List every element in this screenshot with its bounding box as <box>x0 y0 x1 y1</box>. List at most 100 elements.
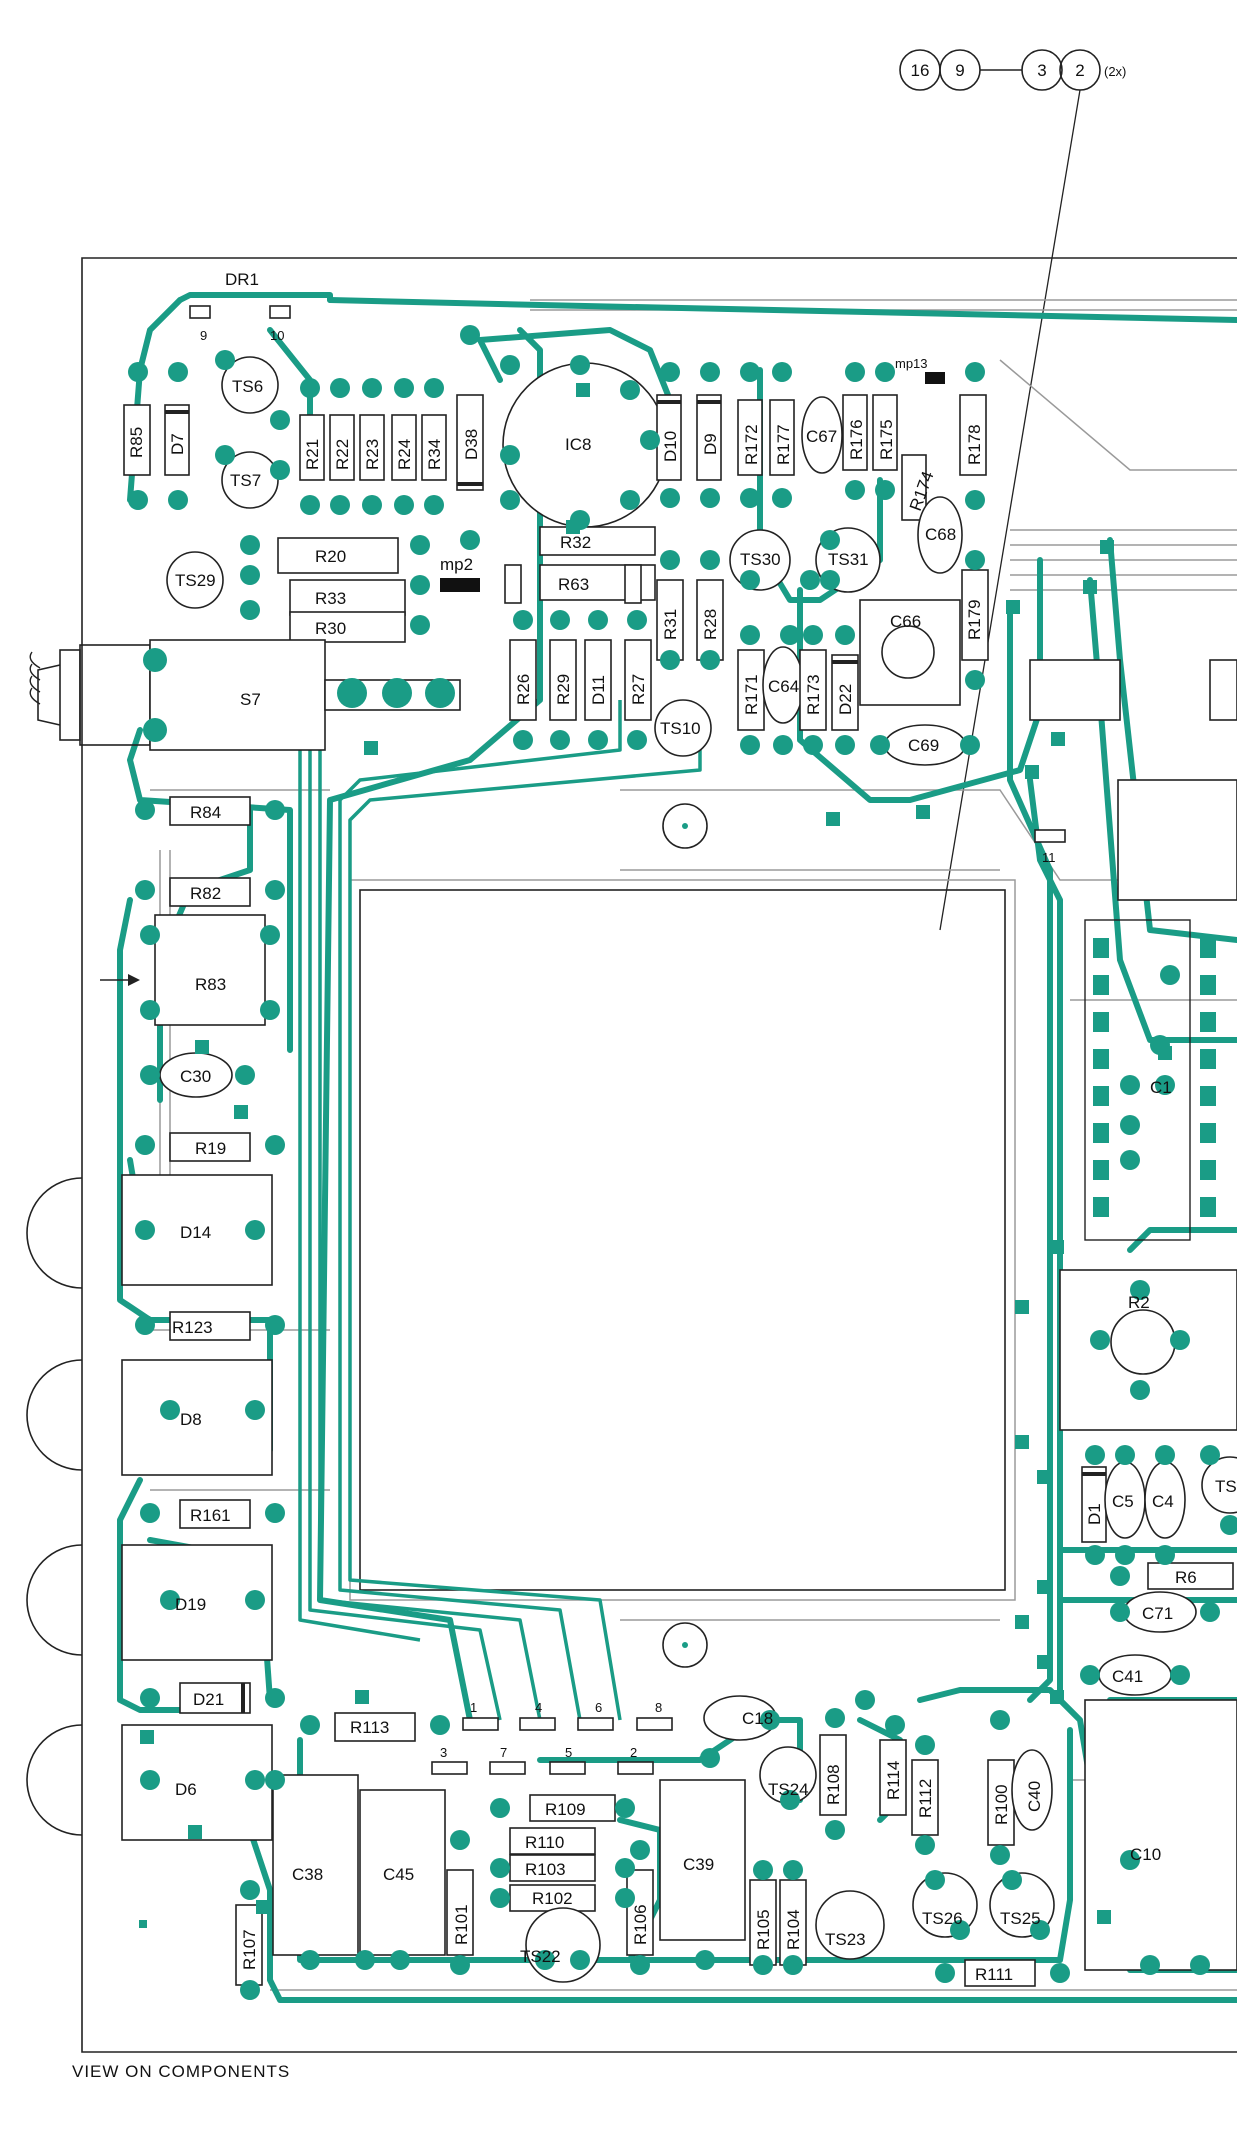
label-R84: R84 <box>190 803 221 822</box>
label-C40: C40 <box>1025 1781 1044 1812</box>
label-D21: D21 <box>193 1690 224 1709</box>
label-pin11: 11 <box>1042 850 1056 865</box>
label-R106: R106 <box>631 1904 650 1945</box>
label-pad7: 7 <box>500 1745 507 1760</box>
label-S7: S7 <box>240 690 261 709</box>
label-D14: D14 <box>180 1223 211 1242</box>
ic-pin-row <box>1084 919 1216 1241</box>
label-C64: C64 <box>768 677 799 696</box>
label-TS25: TS25 <box>1000 1909 1041 1928</box>
label-R107: R107 <box>240 1929 259 1970</box>
label-C10: C10 <box>1130 1845 1161 1864</box>
label-R19: R19 <box>195 1139 226 1158</box>
label-C67: C67 <box>806 427 837 446</box>
label-pad8: 8 <box>655 1700 662 1715</box>
view-caption: VIEW ON COMPONENTS <box>72 2062 290 2081</box>
label-R110: R110 <box>525 1833 564 1852</box>
label-R32: R32 <box>560 533 591 552</box>
label-C69: C69 <box>908 736 939 755</box>
label-C45: C45 <box>383 1865 414 1884</box>
label-R102: R102 <box>532 1889 573 1908</box>
label-R30: R30 <box>315 619 346 638</box>
label-pad4: 4 <box>535 1700 542 1715</box>
label-R83: R83 <box>195 975 226 994</box>
connector-pin-legend: 16 9 3 2 (2x) <box>899 49 1126 931</box>
label-pin9: 9 <box>200 328 207 343</box>
mounting-hole-top <box>662 803 708 849</box>
label-TS7: TS7 <box>230 471 261 490</box>
label-pad6: 6 <box>595 1700 602 1715</box>
label-R82: R82 <box>190 884 221 903</box>
label-TS23: TS23 <box>825 1930 866 1949</box>
connector-pin-16: 16 <box>911 61 930 80</box>
label-R20: R20 <box>315 547 346 566</box>
label-R6: R6 <box>1175 1568 1197 1587</box>
label-R105: R105 <box>754 1909 773 1950</box>
label-R178: R178 <box>965 424 984 465</box>
label-C1: C1 <box>1150 1078 1172 1097</box>
label-R104: R104 <box>784 1909 803 1950</box>
label-R21: R21 <box>303 439 322 470</box>
label-TS10: TS10 <box>660 719 701 738</box>
square-pads <box>139 383 1172 1928</box>
label-pad3: 3 <box>440 1745 447 1760</box>
label-R27: R27 <box>629 674 648 705</box>
label-C39: C39 <box>683 1855 714 1874</box>
front-panel-jacks <box>26 644 151 1836</box>
label-TS: TS <box>1215 1477 1237 1496</box>
label-TS31: TS31 <box>828 550 869 569</box>
label-R33: R33 <box>315 589 346 608</box>
label-D38: D38 <box>462 429 481 460</box>
label-R123: R123 <box>172 1318 213 1337</box>
label-D9: D9 <box>701 433 720 455</box>
label-D22: D22 <box>836 684 855 715</box>
label-D8: D8 <box>180 1410 202 1429</box>
label-pad5: 5 <box>565 1745 572 1760</box>
label-R63: R63 <box>558 575 589 594</box>
connector-pin-9: 9 <box>955 61 964 80</box>
label-C71: C71 <box>1142 1604 1173 1623</box>
label-TS24: TS24 <box>768 1780 809 1799</box>
label-R176: R176 <box>847 419 866 460</box>
connector-note: (2x) <box>1104 64 1126 79</box>
label-TS22: TS22 <box>520 1947 561 1966</box>
label-R173: R173 <box>804 674 823 715</box>
label-R103: R103 <box>525 1860 566 1879</box>
label-R34: R34 <box>425 439 444 470</box>
label-TS26: TS26 <box>922 1909 963 1928</box>
label-C41: C41 <box>1112 1667 1143 1686</box>
label-R161: R161 <box>190 1506 231 1525</box>
label-D1: D1 <box>1085 1503 1104 1525</box>
label-pad2: 2 <box>630 1745 637 1760</box>
label-R101: R101 <box>452 1904 471 1945</box>
mounting-hole-bottom <box>662 1622 708 1668</box>
label-R24: R24 <box>395 439 414 470</box>
label-C30: C30 <box>180 1067 211 1086</box>
label-R23: R23 <box>363 439 382 470</box>
label-R22: R22 <box>333 439 352 470</box>
label-R171: R171 <box>742 674 761 715</box>
solder-pads <box>128 325 1237 2000</box>
label-R112: R112 <box>916 1779 935 1818</box>
label-R179: R179 <box>965 599 984 640</box>
label-D11: D11 <box>589 675 608 705</box>
label-D6: D6 <box>175 1780 197 1799</box>
label-IC8: IC8 <box>565 435 591 454</box>
label-TS6: TS6 <box>232 377 263 396</box>
label-TS30: TS30 <box>740 550 781 569</box>
label-TS29: TS29 <box>175 571 216 590</box>
label-DR1: DR1 <box>225 270 259 289</box>
label-C68: C68 <box>925 525 956 544</box>
label-R109: R109 <box>545 1800 586 1819</box>
label-C4: C4 <box>1152 1492 1174 1511</box>
label-R177: R177 <box>774 424 793 465</box>
label-C38: C38 <box>292 1865 323 1884</box>
label-D10: D10 <box>661 431 680 462</box>
label-R100: R100 <box>992 1784 1011 1825</box>
label-R85: R85 <box>127 427 146 458</box>
connector-pin-2: 2 <box>1075 61 1084 80</box>
label-R114: R114 <box>884 1761 903 1800</box>
label-C66: C66 <box>890 612 921 631</box>
label-D7: D7 <box>168 433 187 455</box>
